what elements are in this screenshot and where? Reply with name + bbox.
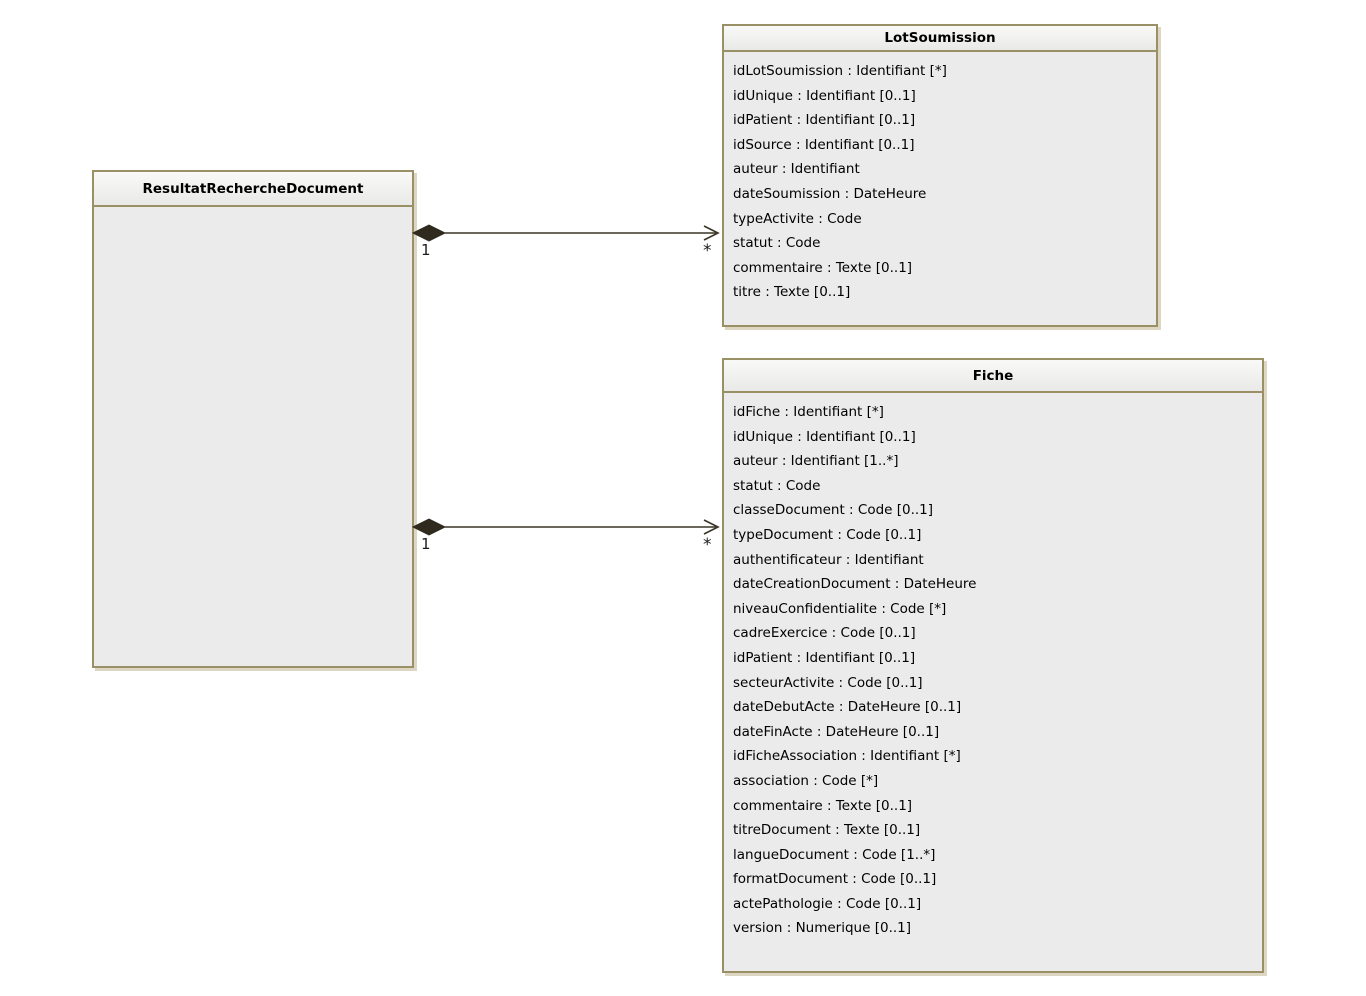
- composition-link-fiche: [411, 518, 720, 536]
- multiplicity-label: 1: [421, 535, 431, 553]
- class-attribute: dateFinActe : DateHeure [0..1]: [733, 723, 940, 740]
- class-attribute: niveauConfidentialite : Code [*]: [733, 600, 947, 617]
- class-title: ResultatRechercheDocument: [94, 172, 412, 207]
- class-attribute: cadreExercice : Code [0..1]: [733, 625, 916, 642]
- class-attribute: auteur : Identifiant: [733, 161, 860, 178]
- class-attribute: formatDocument : Code [0..1]: [733, 871, 937, 888]
- class-attribute: statut : Code: [733, 477, 821, 494]
- class-attribute: auteur : Identifiant [1..*]: [733, 453, 899, 470]
- class-attribute: typeDocument : Code [0..1]: [733, 526, 922, 543]
- open-arrowhead-icon: [703, 519, 720, 535]
- multiplicity-label: *: [703, 535, 712, 555]
- class-attribute: typeActivite : Code: [733, 210, 862, 227]
- class-attribute: idFicheAssociation : Identifiant [*]: [733, 748, 961, 765]
- class-attribute: idPatient : Identifiant [0..1]: [733, 649, 916, 666]
- class-attribute: statut : Code: [733, 235, 821, 252]
- multiplicity-label: *: [703, 241, 712, 261]
- class-attribute: idUnique : Identifiant [0..1]: [733, 87, 916, 104]
- class-attribute: idFiche : Identifiant [*]: [733, 404, 884, 420]
- class-attribute: titre : Texte [0..1]: [733, 284, 851, 301]
- uml-class-resultatrecherchedocument: ResultatRechercheDocument: [92, 170, 414, 668]
- class-attribute: dateSoumission : DateHeure: [733, 185, 927, 202]
- class-title: Fiche: [724, 360, 1262, 393]
- class-attribute: association : Code [*]: [733, 772, 879, 789]
- composition-diamond-icon: [411, 518, 447, 536]
- class-attribute: idPatient : Identifiant [0..1]: [733, 112, 916, 129]
- class-attribute: dateDebutActe : DateHeure [0..1]: [733, 699, 962, 716]
- uml-class-fiche: Fiche idFiche : Identifiant [*] idUnique …: [722, 358, 1264, 973]
- open-arrowhead-icon: [703, 225, 720, 241]
- class-title: LotSoumission: [724, 26, 1156, 52]
- class-attribute: authentificateur : Identifiant: [733, 551, 924, 568]
- class-attribute: commentaire : Texte [0..1]: [733, 259, 913, 276]
- class-attribute: version : Numerique [0..1]: [733, 920, 912, 937]
- class-attribute: classeDocument : Code [0..1]: [733, 502, 934, 519]
- class-attribute: idUnique : Identifiant [0..1]: [733, 428, 916, 445]
- class-attribute: actePathologie : Code [0..1]: [733, 895, 922, 912]
- class-attribute: langueDocument : Code [1..*]: [733, 846, 936, 863]
- multiplicity-label: 1: [421, 241, 431, 259]
- uml-class-lotsoumission: LotSoumission idLotSoumission : Identifi…: [722, 24, 1158, 327]
- class-attribute: idLotSoumission : Identifiant [*]: [733, 63, 947, 79]
- class-attribute: secteurActivite : Code [0..1]: [733, 674, 923, 691]
- class-attributes: idFiche : Identifiant [*] idUnique : Iden…: [724, 393, 1262, 941]
- class-attribute: titreDocument : Texte [0..1]: [733, 822, 921, 839]
- composition-diamond-icon: [411, 224, 447, 242]
- class-attributes: [94, 207, 412, 214]
- class-attribute: idSource : Identifiant [0..1]: [733, 136, 915, 153]
- class-attributes: idLotSoumission : Identifiant [*] idUniqu…: [724, 52, 1156, 305]
- class-attribute: commentaire : Texte [0..1]: [733, 797, 913, 814]
- class-attribute: dateCreationDocument : DateHeure: [733, 576, 977, 593]
- composition-link-lotsoumission: [411, 224, 720, 242]
